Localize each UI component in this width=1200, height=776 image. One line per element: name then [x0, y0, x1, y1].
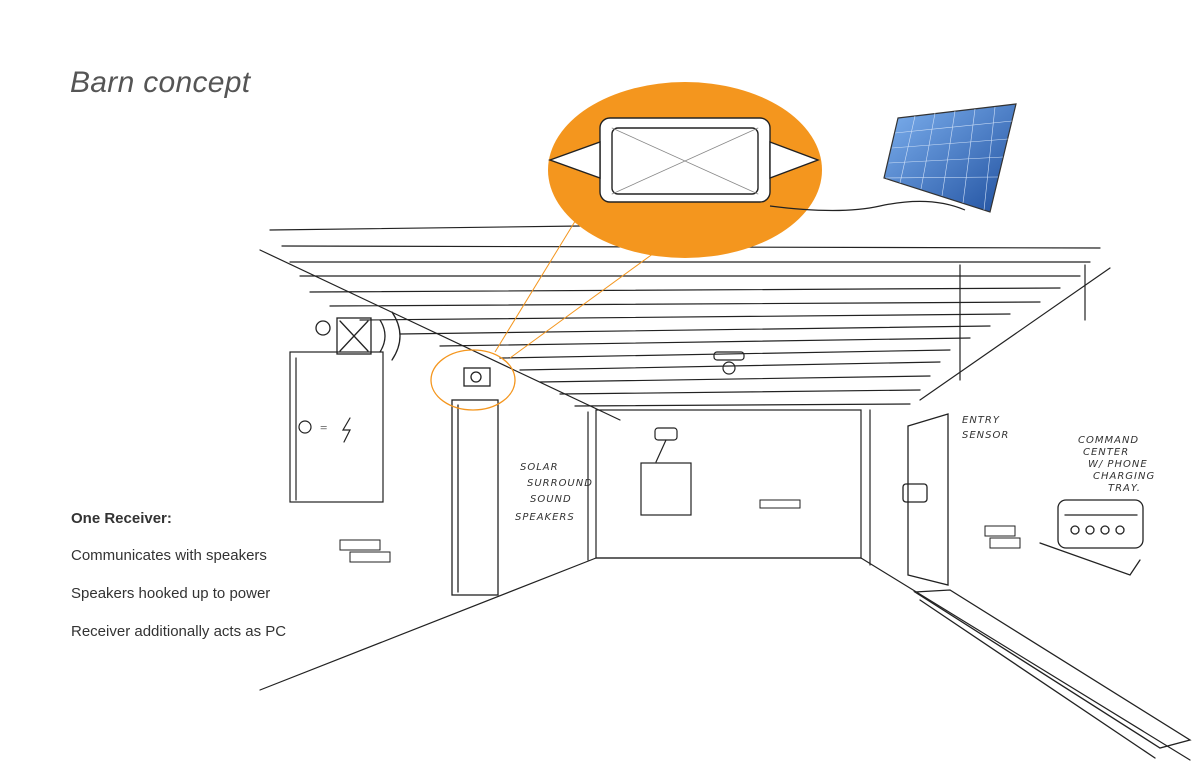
label-command-center: COMMAND CENTER W/ PHONE CHARGING TRAY.: [1078, 435, 1155, 494]
svg-text:=: =: [320, 420, 327, 435]
note-item: Receiver additionally acts as PC: [71, 623, 287, 640]
command-center-line-5: TRAY.: [1108, 483, 1141, 494]
left-doorway: [451, 399, 499, 596]
command-center-line-4: CHARGING: [1093, 471, 1155, 482]
command-center-line-3: W/ PHONE: [1088, 459, 1148, 470]
speaker-callout: [547, 82, 822, 258]
notes-heading: One Receiver:: [71, 510, 172, 527]
solar-speakers-line-3: SOUND: [530, 494, 572, 505]
note-item: Communicates with speakers: [71, 547, 267, 564]
left-wall-window: =: [289, 351, 384, 503]
command-center-line-2: CENTER: [1083, 447, 1129, 458]
entry-sensor-line-1: ENTRY: [962, 415, 1000, 426]
page-title: Barn concept: [70, 66, 251, 99]
note-item: Speakers hooked up to power: [71, 585, 271, 602]
entry-sensor-line-2: SENSOR: [962, 430, 1009, 441]
right-door: [902, 413, 949, 586]
label-solar-speakers: SOLAR SURROUND SOUND SPEAKERS: [515, 462, 593, 523]
wall-speaker-left: [315, 311, 401, 361]
solar-panel: [883, 103, 1017, 213]
ceiling-fixtures: [654, 351, 745, 463]
receiver-notes: One Receiver: Communicates with speakers…: [71, 510, 286, 661]
leader-line-2: [509, 244, 666, 359]
leader-line-1: [494, 204, 586, 353]
bench: [912, 589, 1192, 759]
solar-cable: [769, 200, 966, 212]
solar-speakers-line-1: SOLAR: [520, 462, 559, 473]
solar-speakers-line-4: SPEAKERS: [515, 512, 575, 523]
label-entry-sensor: ENTRY SENSOR: [962, 415, 1009, 441]
command-center-line-1: COMMAND: [1078, 435, 1139, 446]
solar-speakers-line-2: SURROUND: [527, 478, 593, 489]
brick-marks: [339, 499, 1021, 563]
highlighted-speaker: [430, 349, 516, 411]
back-wall: [259, 409, 1191, 761]
command-center-tray: [1039, 499, 1144, 576]
